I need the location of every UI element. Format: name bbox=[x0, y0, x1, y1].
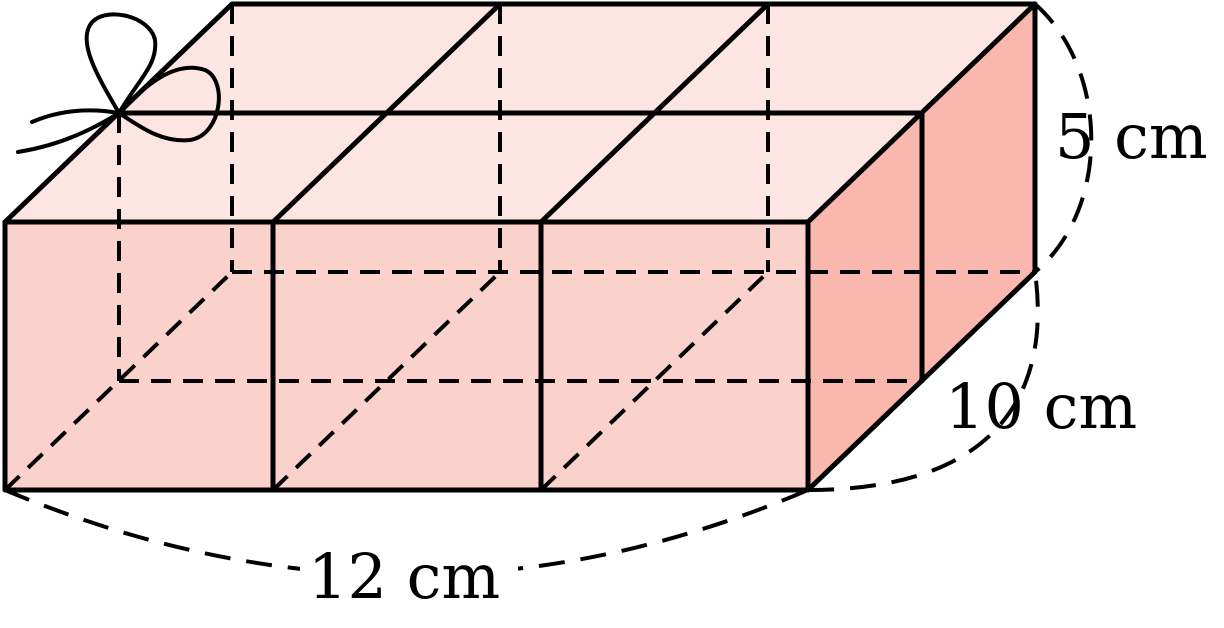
length-label-background bbox=[300, 540, 518, 606]
front-face bbox=[5, 222, 808, 490]
visible-edges bbox=[2, 1, 1038, 493]
width-dimension-arc bbox=[807, 271, 1040, 492]
height-dimension-arc bbox=[1033, 2, 1094, 274]
height-label: 5 cm bbox=[1055, 100, 1208, 173]
ribbon-bow-icon bbox=[16, 12, 221, 154]
length-label: 12 cm bbox=[308, 540, 500, 613]
width-label: 10 cm bbox=[945, 370, 1137, 443]
hidden-edges bbox=[3, 4, 1035, 492]
